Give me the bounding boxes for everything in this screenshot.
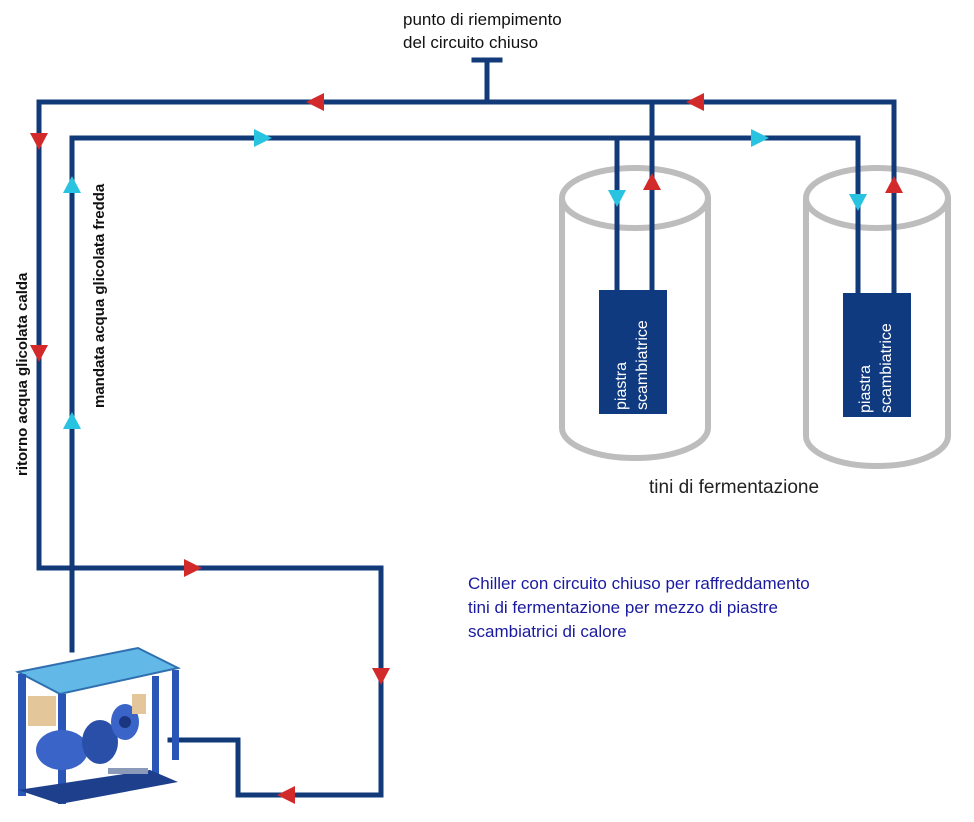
hot-flow-arrow-up <box>885 176 903 193</box>
return-main-pipe <box>36 99 897 798</box>
description-line1: Chiller con circuito chiuso per raffredd… <box>468 574 810 593</box>
hot-flow-arrow-down <box>30 345 48 362</box>
supply-line-label: mandata acqua glicolata fredda <box>91 183 108 408</box>
cold-flow-arrow-right <box>751 129 769 147</box>
hot-flow-arrow-up <box>643 173 661 190</box>
hot-flow-arrow-left <box>277 786 295 804</box>
hot-flow-arrow-right <box>184 559 202 577</box>
chiller-unit <box>15 646 181 804</box>
plate2-label-line2: scambiatrice <box>878 323 895 413</box>
hot-flow-arrow-left <box>306 93 324 111</box>
cold-flow-arrow-down <box>849 194 867 211</box>
plate1-label-line2: scambiatrice <box>634 320 651 410</box>
return-line-label: ritorno acqua glicolata calda <box>14 272 31 476</box>
supply-main-pipe <box>69 135 861 653</box>
cold-flow-arrow-up <box>63 412 81 429</box>
tanks-caption: tini di fermentazione <box>649 477 819 498</box>
filling-point-label-line2: del circuito chiuso <box>403 33 538 52</box>
cold-flow-arrow-down <box>608 190 626 207</box>
filling-point-label-line1: punto di riempimento <box>403 10 562 29</box>
plate1-label-line1: piastra <box>613 362 630 410</box>
heat-exchanger-plate-1: piastra scambiatrice <box>599 290 667 414</box>
fermentation-tank-1 <box>559 165 711 461</box>
hot-flow-arrow-down <box>372 668 390 685</box>
hot-flow-arrow-left <box>686 93 704 111</box>
heat-exchanger-plate-2: piastra scambiatrice <box>843 293 911 417</box>
plate2-label-line1: piastra <box>857 365 874 413</box>
description-line2: tini di fermentazione per mezzo di piast… <box>468 598 778 617</box>
fermentation-tank-2 <box>803 165 951 469</box>
cold-flow-arrow-right <box>254 129 272 147</box>
cold-flow-arrow-up <box>63 176 81 193</box>
hot-flow-arrow-down <box>30 133 48 150</box>
description-line3: scambiatrici di calore <box>468 622 627 641</box>
